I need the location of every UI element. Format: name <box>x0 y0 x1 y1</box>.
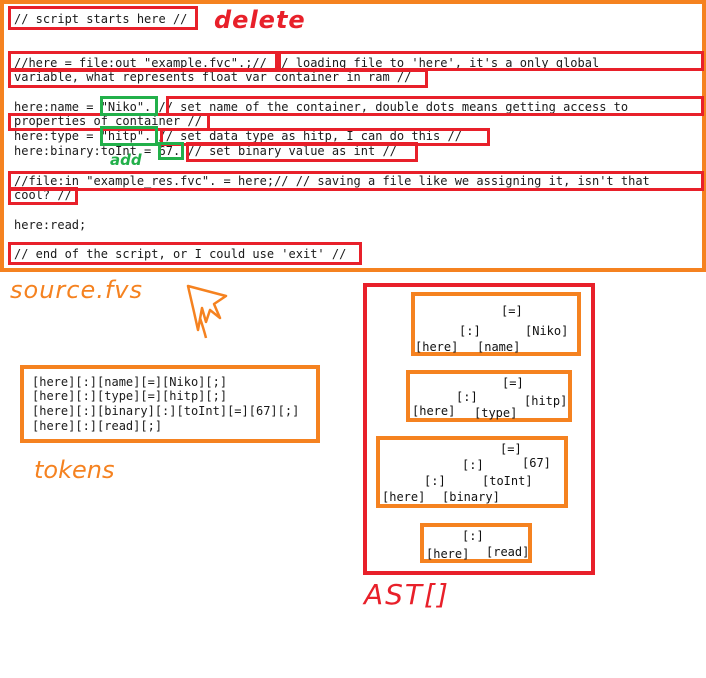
tokens-label: tokens <box>34 456 115 484</box>
ast-node: [toInt] <box>482 474 533 488</box>
tokens-panel <box>20 365 320 443</box>
source-line-6: here:type = "hitp". // set data_type as … <box>14 129 462 143</box>
token-line-3: [here][:][binary][:][toInt][=][67][;] <box>32 404 300 418</box>
delete-box-end-script <box>8 242 362 265</box>
delete-box-cool <box>8 187 78 205</box>
delete-box-file-in <box>8 171 704 191</box>
source-line-5: properties of container // <box>14 114 202 128</box>
ast-node: [:] <box>459 324 481 338</box>
token-line-1: [here][:][name][=][Niko][;] <box>32 375 228 389</box>
source-line-4: here:name = "Niko". // set name of the c… <box>14 100 629 114</box>
delete-box-global-variable <box>8 69 428 88</box>
delete-box-script-start <box>8 6 198 30</box>
source-line-7: here:binary:toInt = 67. // set binary va… <box>14 144 397 158</box>
source-line-3: variable, what represents float var cont… <box>14 70 412 84</box>
add-box-67 <box>158 142 184 160</box>
ast-node: [here] <box>415 340 459 354</box>
add-box-hitp <box>100 126 158 146</box>
token-line-2: [here][:][type][=][hitp][;] <box>32 389 228 403</box>
ast-node: [:] <box>462 458 484 472</box>
ast-node: [=] <box>501 304 523 318</box>
source-line-1: // script starts here // <box>14 12 188 26</box>
ast-node: [67] <box>522 456 551 470</box>
ast-node: [here] <box>426 547 470 561</box>
ast-tree-3: [=] [:] [67] [:] [toInt] [here] [binary] <box>376 436 568 508</box>
source-label: source.fvs <box>10 276 144 304</box>
ast-node: [type] <box>474 406 518 420</box>
delete-box-set-name-comment <box>166 96 704 116</box>
token-line-4: [here][:][read][;] <box>32 419 163 433</box>
delete-box-file-out <box>8 51 278 71</box>
ast-panel <box>363 283 595 575</box>
ast-node: [=] <box>502 376 524 390</box>
add-box-niko <box>100 96 158 116</box>
ast-node: [here] <box>412 404 456 418</box>
ast-node: [read] <box>486 545 530 559</box>
ast-node: [Niko] <box>525 324 569 338</box>
delete-annotation: delete <box>214 6 306 34</box>
ast-node: [:] <box>462 529 484 543</box>
down-arrow-icon <box>186 284 228 339</box>
ast-tree-2: [=] [:] [hitp] [here] [type] <box>406 370 572 422</box>
source-line-11: // end of the script, or I could use 'ex… <box>14 247 347 261</box>
source-line-8: //file:in "example_res.fvc". = here;// /… <box>14 174 650 188</box>
ast-node: [:] <box>424 474 446 488</box>
delete-box-loading-comment <box>278 51 704 71</box>
delete-box-binary-comment <box>186 142 418 162</box>
ast-node: [=] <box>500 442 522 456</box>
add-annotation: add <box>110 151 142 169</box>
source-panel <box>0 0 706 272</box>
ast-node: [binary] <box>442 490 500 504</box>
ast-node: [name] <box>477 340 521 354</box>
source-line-9: cool? // <box>14 188 72 202</box>
ast-node: [here] <box>382 490 426 504</box>
ast-tree-1: [=] [:] [Niko] [here] [name] <box>411 292 581 356</box>
source-line-10: here:read; <box>14 218 87 232</box>
ast-node: [hitp] <box>524 394 568 408</box>
source-line-2: //here = file:out "example.fvc".;// // l… <box>14 56 600 70</box>
ast-label: AST[] <box>364 578 450 611</box>
ast-node: [:] <box>456 390 478 404</box>
ast-tree-4: [:] [here] [read] <box>420 523 532 563</box>
